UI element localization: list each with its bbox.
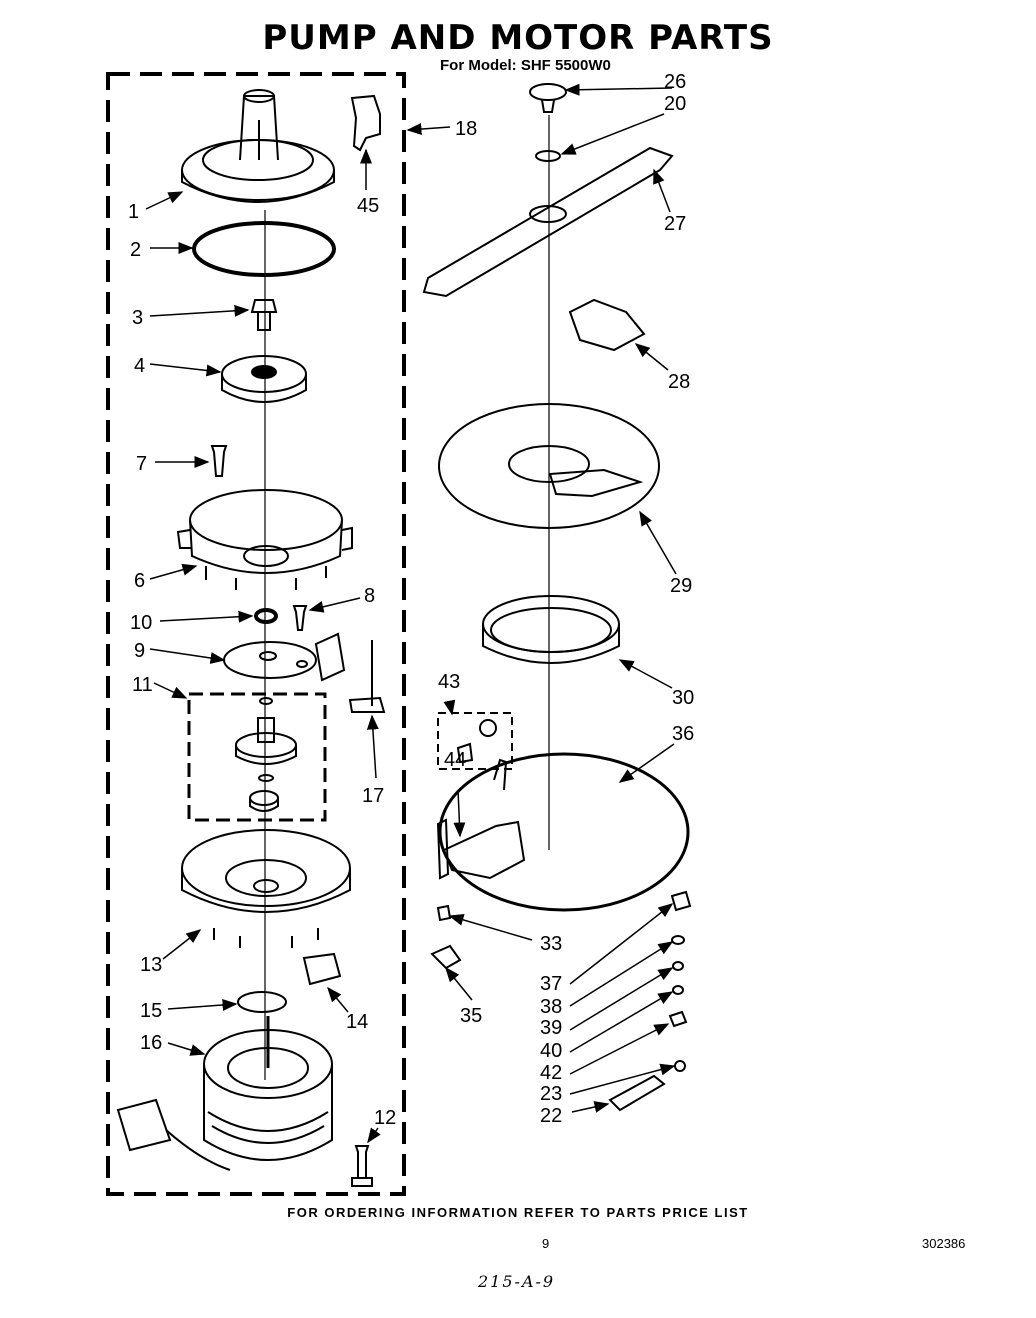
callout-16: 16 [140, 1032, 162, 1054]
part-mounting-plate [223, 632, 346, 682]
callout-22: 22 [540, 1105, 562, 1127]
part-motor-mount [181, 829, 351, 948]
callout-27: 27 [664, 213, 686, 235]
callout-1: 1 [128, 201, 139, 223]
part-impeller-assembly [235, 697, 297, 812]
callout-23: 23 [540, 1083, 562, 1105]
callout-3: 3 [132, 307, 143, 329]
part-bracket-35 [430, 944, 462, 970]
part-screw-8 [292, 605, 308, 631]
page-number: 9 [542, 1236, 550, 1251]
callout-44: 44 [444, 749, 466, 771]
callout-8: 8 [364, 585, 375, 607]
callout-2: 2 [130, 239, 141, 261]
part-kit-43 [456, 719, 497, 764]
callout-26: 26 [664, 71, 686, 93]
part-clip-33 [436, 904, 452, 922]
callout-38: 38 [540, 996, 562, 1018]
callout-36: 36 [672, 723, 694, 745]
callout-45: 45 [357, 195, 379, 217]
part-pump-cover [181, 89, 335, 203]
model-subtitle: For Model: SHF 5500W0 [440, 57, 611, 74]
callout-4: 4 [134, 355, 145, 377]
callout-33: 33 [540, 933, 562, 955]
page-title: PUMP AND MOTOR PARTS [262, 18, 774, 58]
ordering-note: FOR ORDERING INFORMATION REFER TO PARTS … [287, 1205, 749, 1220]
part-filter-screen [438, 403, 660, 529]
reference-number: 302386 [922, 1236, 966, 1251]
callout-10: 10 [130, 612, 152, 634]
part-washer-20 [535, 150, 561, 162]
part-screw-12 [351, 1145, 373, 1187]
callout-39: 39 [540, 1017, 562, 1039]
callout-9: 9 [134, 640, 145, 662]
callout-7: 7 [136, 453, 147, 475]
part-rod-17 [348, 640, 386, 713]
part-impeller [221, 355, 307, 403]
callout-11: 11 [132, 674, 153, 696]
part-washer-15 [237, 991, 287, 1013]
callout-40: 40 [540, 1040, 562, 1062]
callout-6: 6 [134, 570, 145, 592]
callout-13: 13 [140, 954, 162, 976]
part-heater-bracket [436, 758, 526, 880]
part-pump-body [176, 489, 353, 590]
part-ring-30 [482, 595, 620, 664]
part-cap-26 [529, 83, 567, 113]
part-seal-36 [438, 752, 690, 912]
callout-14: 14 [346, 1011, 368, 1033]
callout-35: 35 [460, 1005, 482, 1027]
part-nut [250, 299, 278, 331]
callout-37: 37 [540, 973, 562, 995]
callout-15: 15 [140, 1000, 162, 1022]
part-guide-28 [568, 298, 646, 352]
impeller-subassembly-boundary [187, 692, 327, 822]
handwritten-note: 215-A-9 [478, 1272, 556, 1291]
part-fastener-stack [668, 890, 692, 1028]
part-spray-arm [422, 146, 674, 298]
callout-12: 12 [374, 1107, 396, 1129]
part-gasket-ring [192, 221, 336, 277]
callout-18: 18 [455, 118, 477, 140]
part-terminal-22-23 [608, 1060, 686, 1112]
callout-43: 43 [438, 671, 460, 693]
part-screw-7 [210, 445, 228, 477]
callout-42: 42 [540, 1062, 562, 1084]
part-washer-10 [254, 608, 278, 624]
callout-30: 30 [672, 687, 694, 709]
callout-29: 29 [670, 575, 692, 597]
pump-assembly-boundary [106, 72, 406, 1196]
part-bracket-45 [350, 94, 381, 152]
callout-17: 17 [362, 785, 384, 807]
callout-20: 20 [664, 93, 686, 115]
part-cap-14 [302, 952, 342, 986]
part-motor [116, 1016, 333, 1171]
callout-28: 28 [668, 371, 690, 393]
